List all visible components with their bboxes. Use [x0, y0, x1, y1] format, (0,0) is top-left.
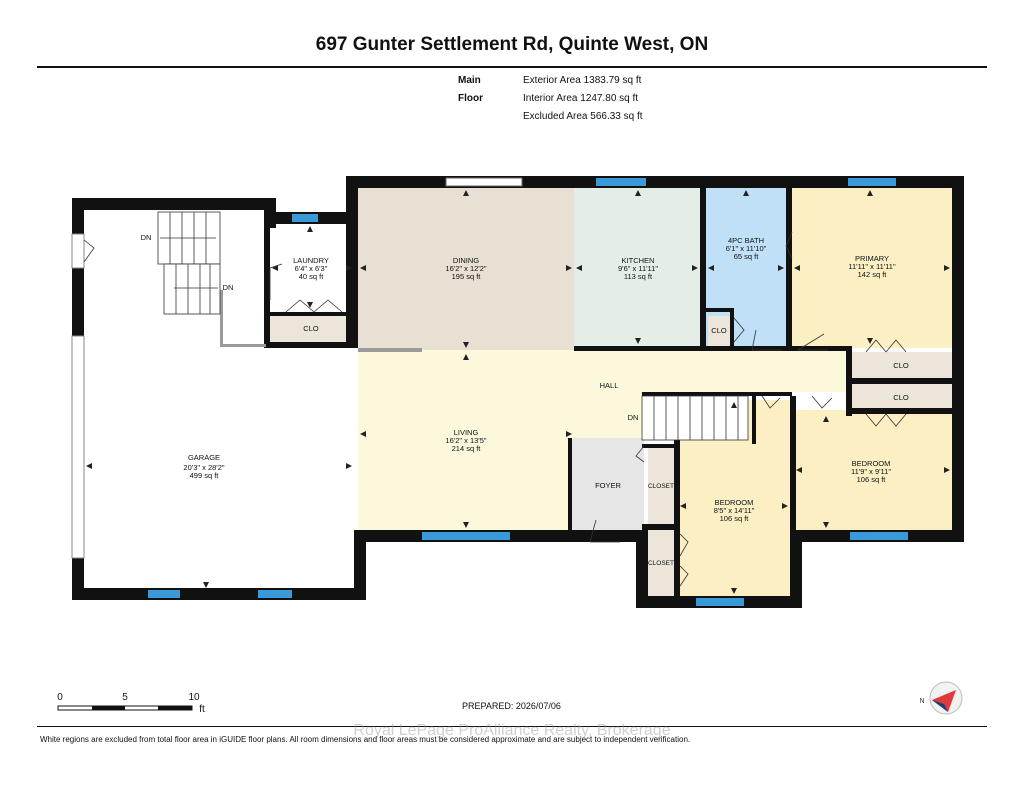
bedroom-closet-2-label: CLOSET: [648, 560, 674, 567]
prepared-date: PREPARED: 2026/07/06: [462, 701, 561, 711]
bedroom-1-dims: 8'5" x 14'11": [714, 506, 755, 515]
page-title: 697 Gunter Settlement Rd, Quinte West, O…: [315, 34, 709, 55]
kitchen-dims: 9'6" x 11'11": [618, 264, 658, 273]
excluded-area: Excluded Area 566.33 sq ft: [523, 111, 643, 122]
dining-room: [358, 188, 574, 350]
laundry-name: LAUNDRY: [293, 256, 329, 265]
interior-area: Interior Area 1247.80 sq ft: [523, 93, 639, 104]
bedroom-2-dims: 11'9" x 9'11": [851, 467, 891, 476]
foyer-closet-label: CLOSET: [648, 483, 674, 490]
living-dims: 16'2" x 13'5": [445, 436, 486, 445]
foyer-room: [572, 438, 644, 530]
scale-zero: 0: [57, 692, 63, 703]
foyer-name: FOYER: [595, 481, 621, 490]
laundry-closet: [270, 316, 354, 342]
laundry-closet-label: CLO: [303, 324, 319, 333]
svg-text:N: N: [919, 698, 924, 705]
bedroom-1-area: 106 sq ft: [720, 514, 750, 523]
primary-name: PRIMARY: [855, 254, 889, 263]
bath-area: 65 sq ft: [734, 252, 760, 261]
dimension-arrows: [86, 190, 950, 594]
side-door: [71, 233, 85, 269]
bedroom-1-name: BEDROOM: [715, 498, 754, 507]
garage-name: GARAGE: [188, 453, 220, 462]
primary-dims: 11'11" x 11'11": [848, 262, 896, 271]
living-name: LIVING: [454, 428, 479, 437]
laundry-dims: 6'4" x 6'3": [295, 264, 328, 273]
patio-door: [445, 177, 523, 187]
bath-closet-label: CLO: [711, 326, 727, 335]
bedroom-2-name: BEDROOM: [852, 459, 891, 468]
watermark: Royal LePage ProAlliance Realty, Brokera…: [353, 722, 671, 739]
primary-closet-label: CLO: [893, 361, 909, 370]
bedroom-2-area: 106 sq ft: [857, 475, 887, 484]
living-area: 214 sq ft: [452, 444, 482, 453]
floor-name: Main Floor: [458, 75, 483, 104]
bath-dims: 6'1" x 11'10": [726, 244, 767, 253]
scale-ten: 10: [188, 692, 200, 703]
garage-door: [71, 335, 85, 559]
disclaimer: White regions are excluded from total fl…: [40, 735, 691, 744]
scale-bar: [57, 705, 193, 711]
primary-closet: [850, 352, 952, 380]
bath-closet: [708, 316, 732, 346]
stair-treads: [160, 212, 739, 440]
partial-walls: [220, 290, 422, 352]
title-divider: [37, 66, 987, 68]
stair-dn-label-2: DN: [223, 283, 234, 292]
scale-five: 5: [122, 692, 128, 703]
garage-dims: 20'3" x 28'2": [183, 463, 224, 472]
bath-name: 4PC BATH: [728, 236, 764, 245]
dining-name: DINING: [453, 256, 479, 265]
hall-name: HALL: [600, 381, 619, 390]
kitchen-room: [574, 188, 700, 350]
garage-area: 499 sq ft: [190, 471, 220, 480]
doors: [83, 231, 907, 587]
stair-dn-label-3: DN: [628, 413, 639, 422]
dining-area: 195 sq ft: [452, 272, 482, 281]
bedroom-closet-label: CLO: [893, 393, 909, 402]
area-values: Exterior Area 1383.79 sq ft Interior Are…: [523, 72, 643, 126]
compass-icon: N: [919, 681, 963, 715]
windows: [148, 178, 908, 606]
bedroom-closet-2: [648, 530, 674, 596]
stair-dn-label-1: DN: [141, 233, 152, 242]
exterior-area: Exterior Area 1383.79 sq ft: [523, 75, 642, 86]
bedroom-closet: [850, 384, 952, 410]
footer-divider: [37, 726, 987, 727]
laundry-area: 40 sq ft: [299, 272, 325, 281]
kitchen-area: 113 sq ft: [624, 272, 653, 281]
foyer-closet: [648, 448, 674, 524]
hall-room: [358, 350, 850, 392]
primary-area: 142 sq ft: [858, 270, 888, 279]
bedroom-2-room: [794, 410, 952, 530]
dining-dims: 16'2" x 12'2": [445, 264, 486, 273]
kitchen-name: KITCHEN: [622, 256, 655, 265]
scale-unit: ft: [199, 704, 205, 715]
primary-room: [792, 188, 952, 348]
walls: [72, 176, 964, 608]
